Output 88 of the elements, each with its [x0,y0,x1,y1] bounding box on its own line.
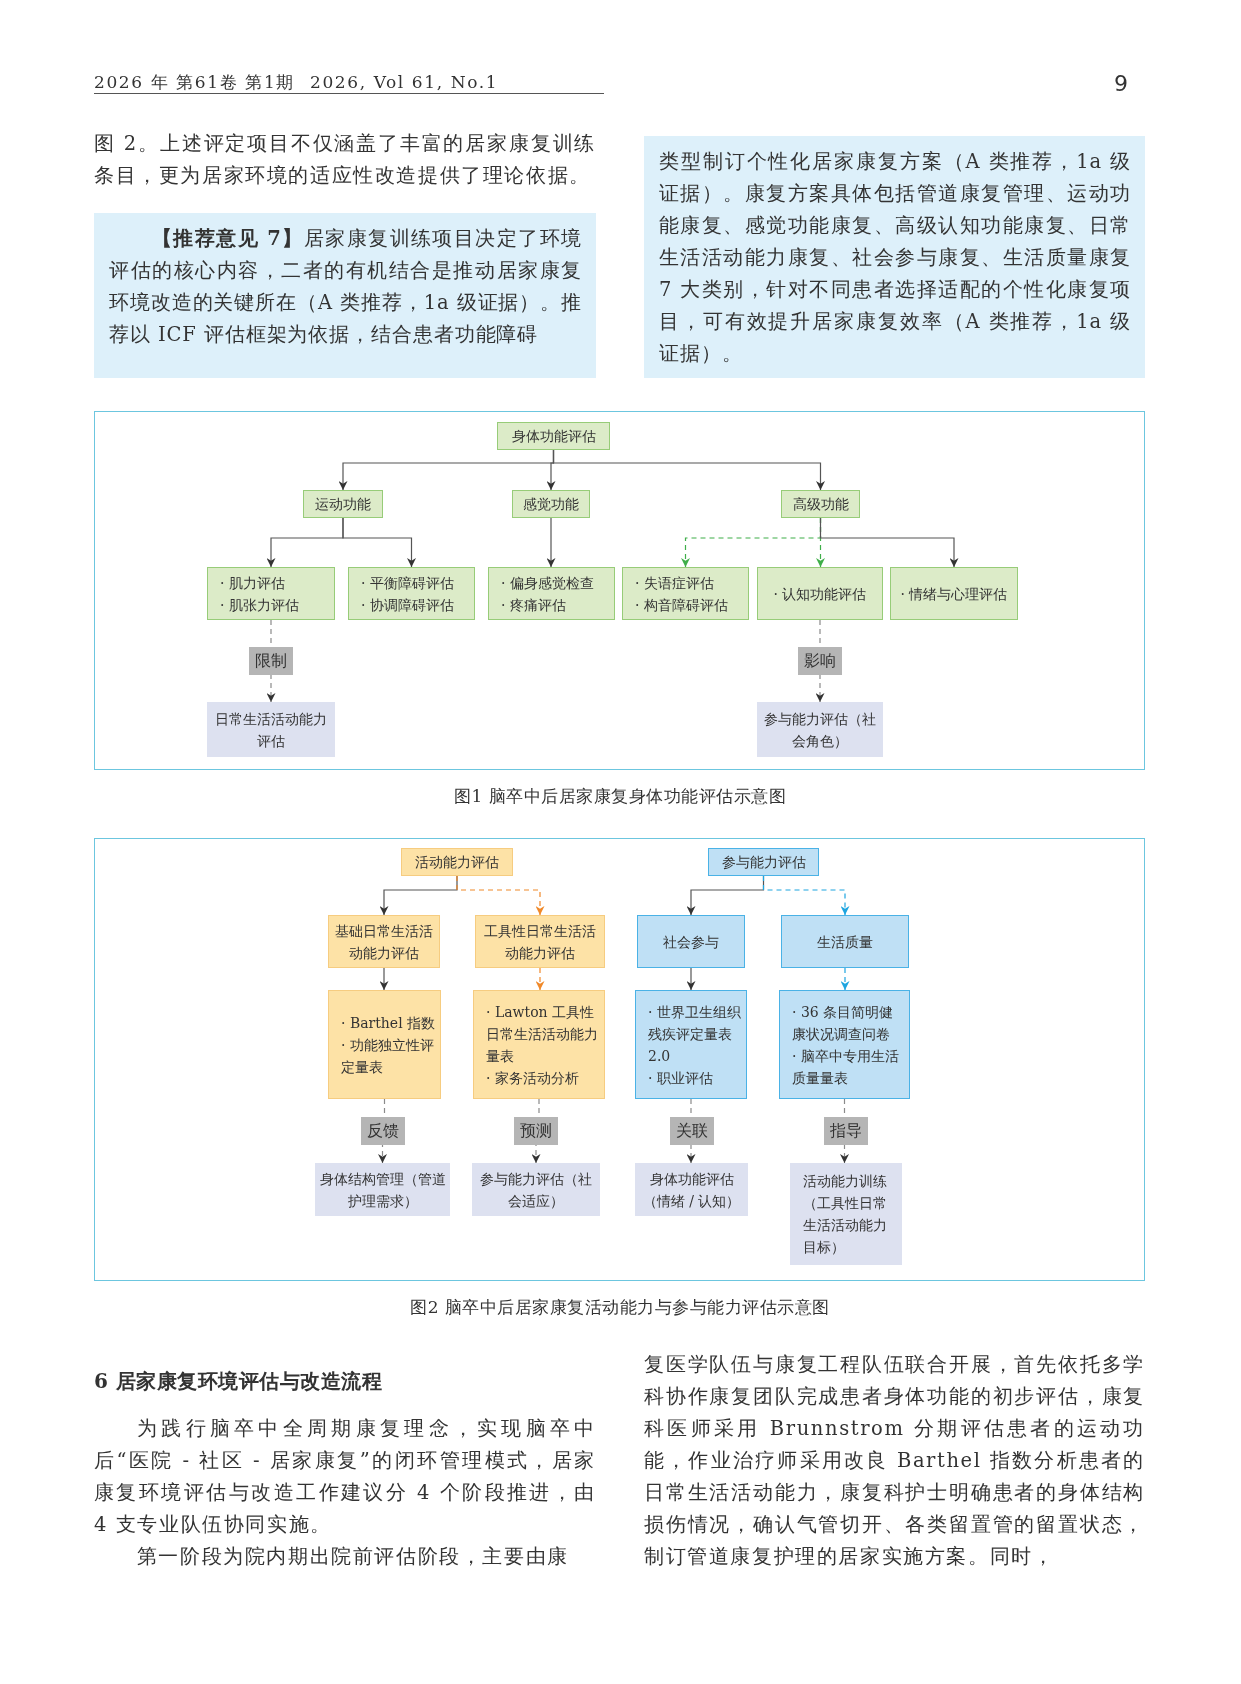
box-text: · 构音障碍评估 [635,595,729,615]
process-box [348,567,475,620]
figure-caption: 图2 脑卒中后居家康复活动能力与参与能力评估示意图 [409,1296,831,1319]
box-text: 参与能力评估（社会适应） [479,1169,593,1211]
box-text: 身体功能评估 [510,427,597,446]
page-number: 9 [1114,70,1130,98]
process-box [779,990,910,1099]
figure-caption: 图1 脑卒中后居家康复身体功能评估示意图 [452,785,788,808]
process-box [781,490,860,518]
process-box [315,1163,450,1216]
process-box [475,915,605,968]
process-box [303,490,383,518]
process-box [488,567,615,620]
process-box [635,990,747,1099]
process-box [757,567,883,620]
arrow [686,967,696,991]
process-box [790,1163,902,1265]
process-box [207,567,335,620]
edge-label: 反馈 [360,1117,405,1145]
process-box [622,567,749,620]
box-text: · 失语症评估 [635,573,715,593]
process-box [497,422,610,450]
paragraph: 第一阶段为院内期出院前评估阶段，主要由康 [135,1544,570,1570]
box-text: 参与能力评估 [720,853,807,872]
box-text: · 认知功能评估 [772,584,868,604]
arrow [546,517,556,568]
paragraph: 图 2。上述评定项目不仅涵盖了丰富的居家康复训练条目，更为居家环境的适应性改造提供了理论依据。 [94,131,596,189]
box-text: · Barthel 指数 [341,1013,437,1033]
process-box [473,990,605,1099]
recommendation-text: 类型制订个性化居家康复方案（A 类推荐，1a 级证据）。康复方案具体包括管道康复管理、运动功能康复、感觉功能康复、高级认知功能康复、日常生活活动能力康复、社会参与康复、生活质量康复 7 大类别，针对不同患者选择适配的个性化康复项目，可有效提升居家康复效率（A 类推荐，1a 级证据）。 [659,149,1131,367]
edge-label: 影响 [798,647,842,675]
edge-label: 限制 [249,647,293,675]
box-text: · 家务活动分析 [486,1068,580,1088]
box-text: 高级功能 [791,495,850,514]
box-text: · 36 条目简明健康状况调查问卷 [792,1002,895,1044]
process-box [401,848,513,876]
paragraph: 为践行脑卒中全周期康复理念，实现脑卒中后“医院 - 社区 - 居家康复”的闭环管理模式，居家康复环境评估与改造工作建议分 4 个阶段推进，由 4 支专业队伍协同实施。 [94,1416,596,1538]
section-heading: 6 居家康复环境评估与改造流程 [94,1368,384,1395]
process-box [472,1163,600,1216]
process-box [781,915,909,968]
process-box [328,990,441,1099]
box-text: 身体结构管理（管道护理需求） [318,1169,447,1211]
arrow [819,517,959,568]
process-box [890,567,1018,620]
edge-label: 指导 [824,1117,868,1145]
process-box [637,915,745,968]
edge-label: 预测 [514,1117,558,1145]
box-text: · 情绪与心理评估 [899,584,1009,604]
recommendation-text: 【推荐意见 7】居家康复训练项目决定了环境评估的核心内容，二者的有机结合是推动居家康复环境改造的关键所在（A 类推荐，1a 级证据）。推荐以 ICF 评估框架为依据，结合患者功能障碍 [109,226,582,348]
box-text: · 偏身感觉检查 [501,573,595,593]
box-text: · 协调障碍评估 [361,595,455,615]
box-text: 工具性日常生活活动能力评估 [483,921,597,963]
box-text: 生活质量 [816,932,874,952]
box-text: · 平衡障碍评估 [361,573,455,593]
box-text: · Lawton 工具性日常生活活动能力量表 [486,1002,599,1066]
box-text: 参与能力评估（社会角色） [763,709,877,751]
arrow [552,449,825,491]
box-text: 日常生活活动能力评估 [214,709,328,751]
box-text: 运动功能 [314,495,372,514]
process-box [635,1163,748,1216]
arrow [840,967,850,991]
box-text: 活动能力训练（工具性日常生活活动能力目标） [803,1172,888,1257]
box-text: · 世界卫生组织残疾评定量表 2.0 [648,1002,742,1066]
box-text: 社会参与 [662,932,720,952]
box-text: · 脑卒中专用生活质量量表 [792,1046,900,1088]
arrow [342,517,416,568]
arrow [535,967,545,991]
box-text: 感觉功能 [522,495,580,514]
box-text: · 功能独立性评定量表 [341,1035,435,1077]
process-box [708,848,819,876]
box-text: · 肌力评估 [220,573,286,593]
header-text: 2026 年 第61卷 第1期 [94,71,295,94]
header-text: 2026, Vol 61, No.1 [310,71,499,94]
box-text: 身体功能评估（情绪 / 认知） [641,1169,742,1211]
arrow [456,875,545,916]
process-box [207,702,335,757]
paragraph: 复医学队伍与康复工程队伍联合开展，首先依托多学科协作康复团队完成患者身体功能的初步评估，康复科医师采用 Brunnstrom 分期评估患者的运动功能，作业治疗师采用改良 Barthel 指数分析患者的日常生活活动能力，康复科护士明确患者的身体结构损伤情况，确认气管切开、各类留置管的留置状态，制订管道康复护理的居家实施方案。同时， [644,1352,1145,1570]
box-text: 基础日常生活活动能力评估 [334,921,434,963]
box-text: 活动能力评估 [414,853,500,872]
process-box [512,490,590,518]
edge-label: 关联 [669,1117,714,1145]
box-text: · 疼痛评估 [501,595,567,615]
arrow [379,967,389,991]
arrow [762,875,850,916]
process-box [328,915,440,968]
box-text: · 职业评估 [648,1068,714,1088]
process-box [757,702,883,757]
box-text: · 肌张力评估 [220,595,300,615]
